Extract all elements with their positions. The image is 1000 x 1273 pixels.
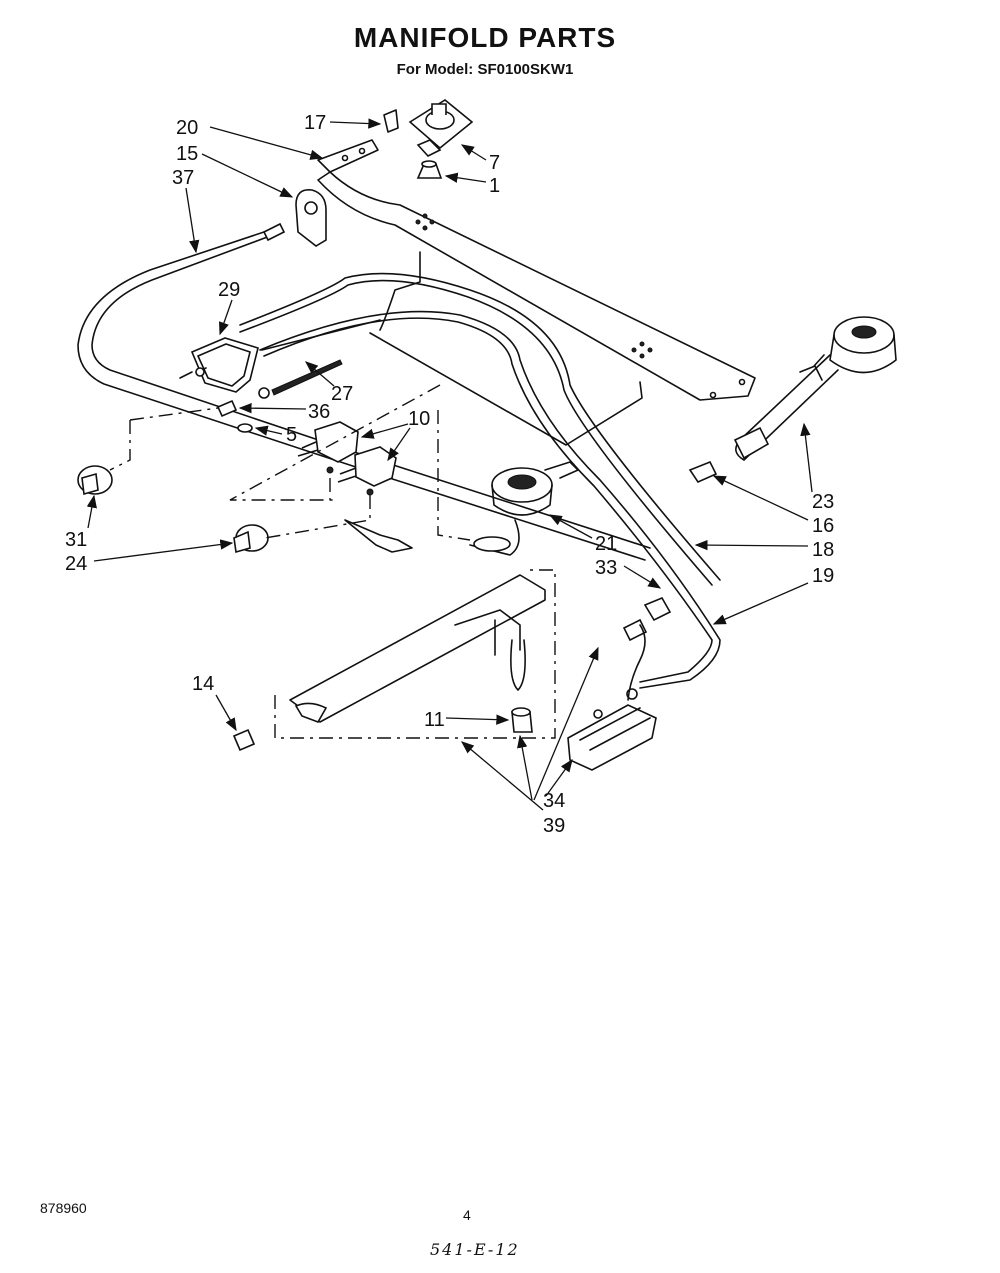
part-label-33: 33 (595, 557, 617, 579)
part-leaders (86, 118, 813, 811)
part-label-18: 18 (812, 539, 834, 561)
orifice-hood (416, 160, 443, 179)
part-label-10: 10 (408, 408, 430, 430)
fitting-36 (216, 399, 238, 418)
part-label-1: 1 (489, 175, 500, 197)
oven-thermostat (179, 337, 259, 393)
burner-valves (297, 421, 397, 496)
assembly-guide-lines (109, 384, 471, 541)
part-label-16: 16 (812, 515, 834, 537)
clip-17 (383, 109, 399, 133)
part-label-29: 29 (218, 279, 240, 301)
valve-handle-plate (344, 519, 413, 553)
part-label-15: 15 (176, 143, 198, 165)
clip-14 (232, 728, 256, 752)
part-label-34: 34 (543, 790, 565, 812)
part-label-11: 11 (424, 709, 445, 731)
part-label-5: 5 (286, 424, 297, 446)
valve-seat (408, 99, 474, 157)
part-label-36: 36 (308, 401, 330, 423)
gas-tubing (239, 251, 721, 689)
orifice-spud (688, 460, 718, 484)
manifold-pipe (77, 222, 651, 561)
surface-burner (469, 461, 579, 556)
mounting-bracket (295, 188, 327, 247)
igniter-33 (622, 596, 672, 701)
oven-safety-valve (567, 688, 657, 771)
part-label-19: 19 (812, 565, 834, 587)
part-label-31: 31 (65, 529, 87, 551)
part-label-7: 7 (489, 152, 500, 174)
burner-support-bracket (317, 139, 756, 401)
part-label-21: 21 (595, 533, 617, 555)
part-label-20: 20 (176, 117, 198, 139)
page-number: 4 (463, 1207, 471, 1223)
right-top-burner (733, 316, 897, 461)
part-label-23: 23 (812, 491, 834, 513)
part-label-37: 37 (172, 167, 194, 189)
oven-burner-assembly (274, 569, 556, 739)
part-label-14: 14 (192, 673, 214, 695)
model-subtitle: For Model: SF0100SKW1 (396, 61, 574, 78)
part-label-39: 39 (543, 815, 565, 837)
orifice-11 (511, 707, 533, 733)
part-label-27: 27 (331, 383, 353, 405)
part-label-17: 17 (304, 112, 326, 134)
page-title: MANIFOLD PARTS (353, 22, 617, 53)
part-label-24: 24 (65, 553, 87, 575)
document-number: 878960 (40, 1200, 87, 1216)
control-knob-24 (233, 524, 269, 554)
part-number-labels: 20 15 37 17 7 1 29 27 36 5 10 31 24 21 2… (65, 112, 834, 837)
control-knob-31 (77, 465, 113, 496)
handwritten-code: 541-E-12 (430, 1240, 520, 1259)
clip-5 (237, 423, 253, 433)
thermostat-capillary (258, 319, 381, 399)
